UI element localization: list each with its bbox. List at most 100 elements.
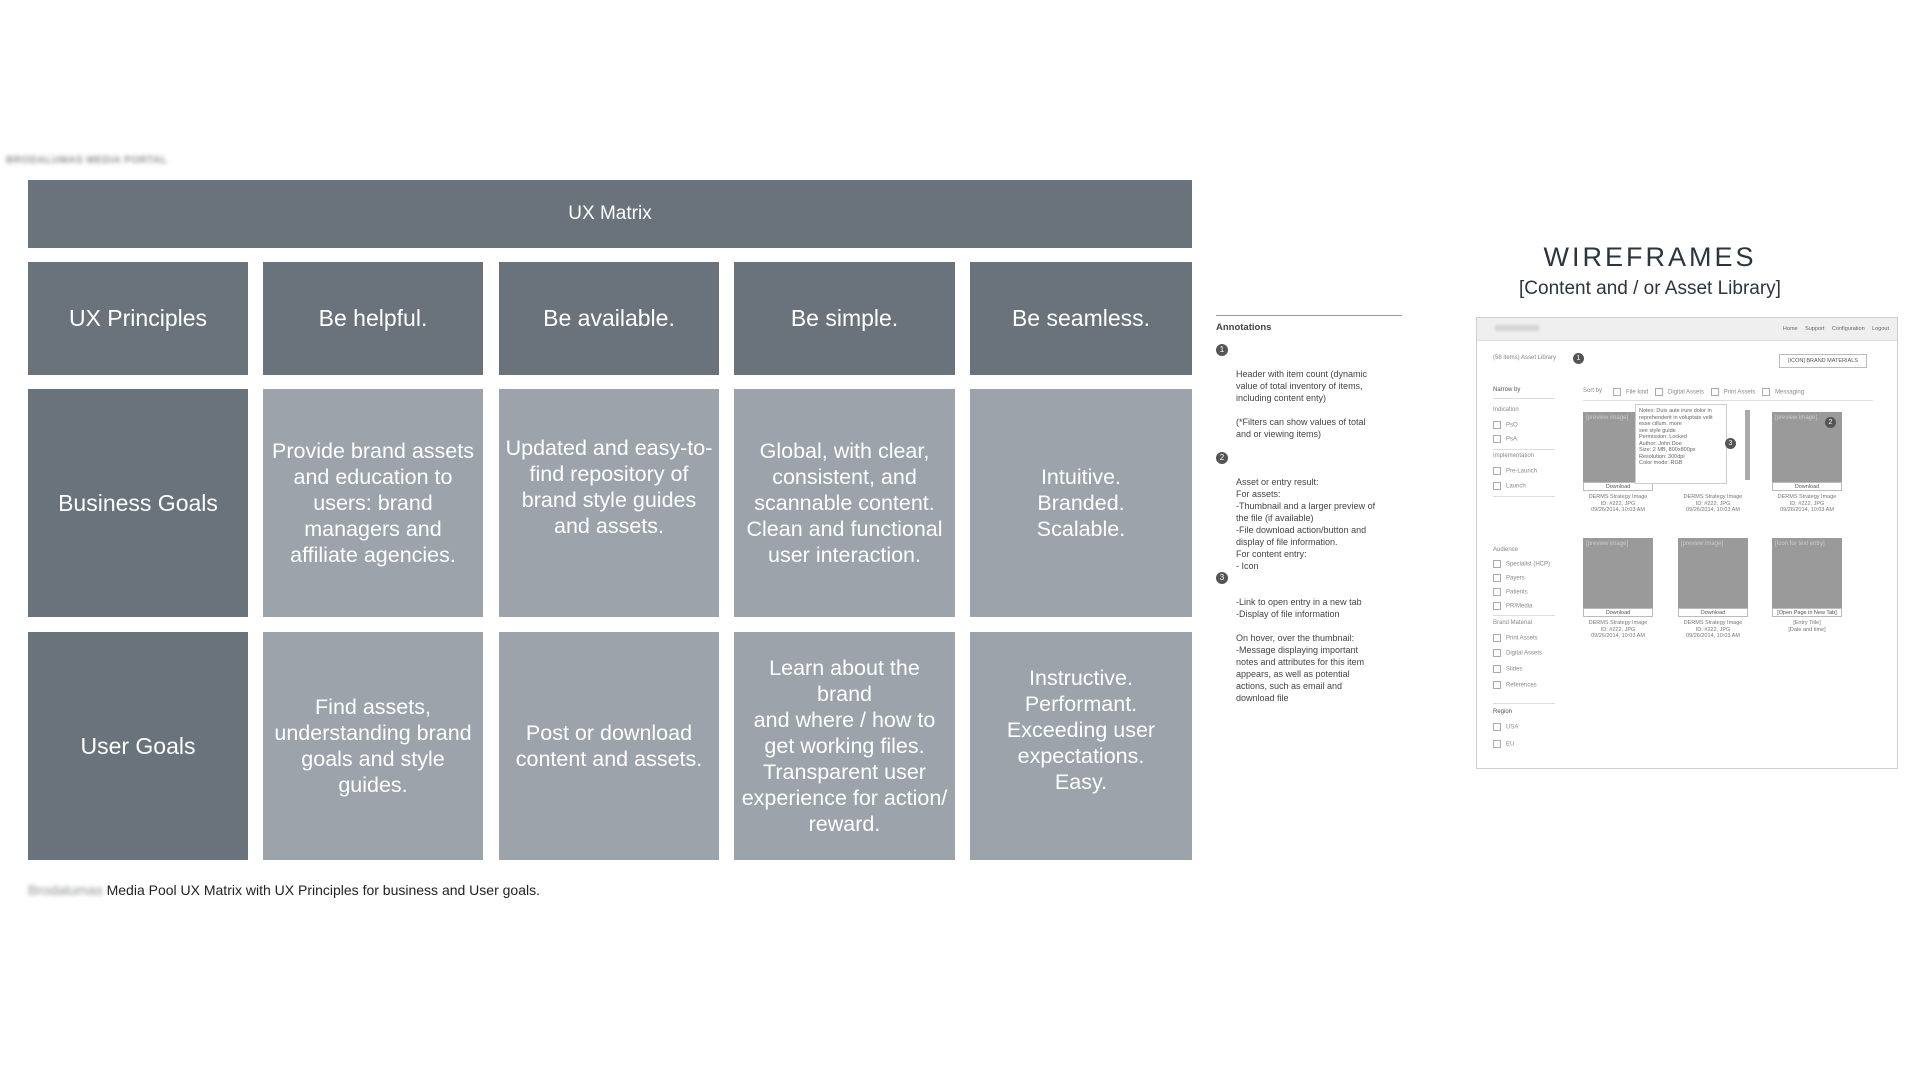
annotation-item: 3 -Link to open entry in a new tab -Disp…: [1216, 572, 1406, 704]
col-header-be-simple: Be simple.: [734, 262, 955, 375]
wf-nav-configuration[interactable]: Configuration: [1831, 326, 1865, 332]
business-goal-cell: Provide brand assets and education to us…: [263, 389, 483, 617]
wf-narrow-by: Narrow by: [1493, 387, 1521, 393]
checkbox[interactable]: [1493, 723, 1501, 731]
checkbox[interactable]: [1493, 482, 1501, 490]
wf-logo: [1495, 325, 1539, 331]
matrix-title: UX Matrix: [28, 180, 1192, 248]
checkbox[interactable]: [1493, 740, 1501, 748]
checkbox[interactable]: [1493, 560, 1501, 568]
wf-filter-digital[interactable]: Digital Assets: [1668, 389, 1705, 396]
wf-item-meta: DERMS Strategy Image ID: #222, JPG 09/26…: [1777, 494, 1837, 513]
wf-filter-option[interactable]: Launch: [1493, 482, 1526, 490]
portal-label: BRODALUMAS MEDIA PORTAL: [6, 155, 168, 166]
wf-sort-by: Sort by: [1583, 388, 1603, 394]
wf-download-button[interactable]: Download: [1678, 608, 1748, 617]
wf-header-count: (58 items) Asset Library: [1493, 355, 1557, 361]
wf-item-meta: DERMS Strategy Image ID: #222, JPG 09/26…: [1683, 620, 1743, 639]
wf-group-title: Audience: [1493, 547, 1519, 553]
wireframes-title: WIREFRAMES: [1543, 242, 1757, 272]
checkbox[interactable]: [1493, 665, 1501, 673]
annotations-panel: Annotations 1 Header with item count (dy…: [1216, 315, 1406, 716]
wf-filter-option[interactable]: PsA: [1493, 435, 1517, 443]
wf-download-button[interactable]: Download: [1583, 482, 1653, 491]
wf-filter-option[interactable]: USA: [1493, 723, 1518, 731]
user-goal-cell: Post or download content and assets.: [499, 632, 719, 860]
wf-item-meta: DERMS Strategy Image ID: #222, JPG 09/26…: [1588, 620, 1648, 639]
wf-filter-option[interactable]: EU: [1493, 740, 1514, 748]
wf-download-button[interactable]: Download: [1583, 608, 1653, 617]
wf-item-meta: DERMS Strategy Image ID: #222, JPG 09/26…: [1588, 494, 1648, 513]
annotations-divider: [1216, 315, 1402, 316]
wf-marker-3: 3: [1725, 438, 1736, 449]
checkbox[interactable]: [1493, 634, 1501, 642]
col-header-be-seamless: Be seamless.: [970, 262, 1192, 375]
wf-filter-print[interactable]: Print Assets: [1723, 389, 1756, 396]
wf-thumbnail[interactable]: [preview image]: [1772, 412, 1842, 482]
caption-brand: Brodalumas: [28, 882, 103, 898]
business-goal-cell: Intuitive. Branded. Scalable.: [970, 389, 1192, 617]
wf-thumbnail[interactable]: [preview image]: [1583, 538, 1653, 608]
wf-filter-option[interactable]: PR/Media: [1493, 602, 1532, 610]
wf-marker-1: 1: [1573, 353, 1584, 364]
user-goal-cell: Learn about the brand and where / how to…: [734, 632, 955, 860]
checkbox[interactable]: [1493, 649, 1501, 657]
wf-group-title: Region: [1493, 709, 1513, 715]
wf-group-title: Implementation: [1493, 453, 1535, 459]
annotation-number: 1: [1216, 344, 1228, 356]
col-header-be-helpful: Be helpful.: [263, 262, 483, 375]
col-header-be-available: Be available.: [499, 262, 719, 375]
wf-filter-option[interactable]: References: [1493, 681, 1537, 689]
wf-group-title: Indication: [1493, 407, 1519, 413]
col-header-ux-principles: UX Principles: [28, 262, 248, 375]
wf-nav: Home Support Configuration Logout: [1777, 326, 1889, 332]
wf-brand-materials-button[interactable]: [ICON] BRAND MATERIALS: [1779, 354, 1867, 368]
annotation-item: 1 Header with item count (dynamic value …: [1216, 344, 1406, 440]
wf-thumbnail[interactable]: [preview image]: [1678, 538, 1748, 608]
wf-item-meta: DERMS Strategy Image ID: #222, JPG 09/26…: [1683, 494, 1743, 513]
user-goal-cell: Find assets, understanding brand goals a…: [263, 632, 483, 860]
annotation-number: 3: [1216, 572, 1228, 584]
business-goal-cell: Global, with clear, consistent, and scan…: [734, 389, 955, 617]
checkbox-checked[interactable]: [1493, 467, 1501, 475]
wf-filter-option[interactable]: Specialist (HCP): [1493, 560, 1550, 568]
wf-filter-option[interactable]: Digital Assets: [1493, 649, 1542, 657]
wf-filter-option[interactable]: Payers: [1493, 574, 1525, 582]
wf-nav-support[interactable]: Support: [1805, 326, 1825, 332]
annotations-title: Annotations: [1216, 322, 1272, 333]
wf-popup-scrollbar[interactable]: [1745, 410, 1750, 480]
wf-text-entry-icon[interactable]: [Icon for text entry]: [1772, 538, 1842, 608]
wf-filter-option[interactable]: Print Assets: [1493, 634, 1538, 642]
checkbox[interactable]: [1493, 574, 1501, 582]
checkbox-checked[interactable]: [1493, 421, 1501, 429]
annotation-number: 2: [1216, 452, 1228, 464]
wf-nav-logout[interactable]: Logout: [1872, 326, 1889, 332]
wf-filter-option[interactable]: Pre-Launch: [1493, 467, 1537, 475]
wireframes-subtitle: [Content and / or Asset Library]: [1519, 278, 1781, 299]
wf-hover-popup: Notes: Duis aute irure dolor in reprehen…: [1635, 404, 1727, 484]
annotation-item: 2 Asset or entry result: For assets: -Th…: [1216, 452, 1406, 572]
wf-filter-tabs: File kind Digital Assets Print Assets Me…: [1613, 388, 1804, 396]
matrix-caption: Brodalumas Media Pool UX Matrix with UX …: [28, 882, 540, 898]
wf-group-title: Brand Material: [1493, 620, 1533, 626]
caption-text: Media Pool UX Matrix with UX Principles …: [106, 882, 540, 898]
wf-nav-home[interactable]: Home: [1782, 326, 1798, 332]
wf-topbar: Home Support Configuration Logout: [1477, 318, 1897, 341]
wf-filter-messaging[interactable]: Messaging: [1775, 389, 1805, 396]
checkbox[interactable]: [1493, 681, 1501, 689]
checkbox[interactable]: [1493, 588, 1501, 596]
wf-filter-file-kind[interactable]: File kind: [1626, 389, 1649, 396]
user-goal-cell: Instructive. Performant. Exceeding user …: [970, 632, 1192, 860]
wf-entry-meta: [Entry Title] [Date and time]: [1788, 620, 1826, 633]
wf-filter-option[interactable]: Patients: [1493, 588, 1528, 596]
row-label-business-goals: Business Goals: [28, 389, 248, 617]
wf-marker-2: 2: [1825, 417, 1836, 428]
wf-download-button[interactable]: Download: [1772, 482, 1842, 491]
checkbox[interactable]: [1493, 602, 1501, 610]
wireframe-mockup: Home Support Configuration Logout (58 it…: [1476, 317, 1898, 769]
checkbox[interactable]: [1493, 435, 1501, 443]
wf-filter-option[interactable]: PsO: [1493, 421, 1518, 429]
row-label-user-goals: User Goals: [28, 632, 248, 860]
wf-open-page-button[interactable]: [Open Page in New Tab]: [1772, 608, 1842, 617]
wf-filter-option[interactable]: Slides: [1493, 665, 1522, 673]
